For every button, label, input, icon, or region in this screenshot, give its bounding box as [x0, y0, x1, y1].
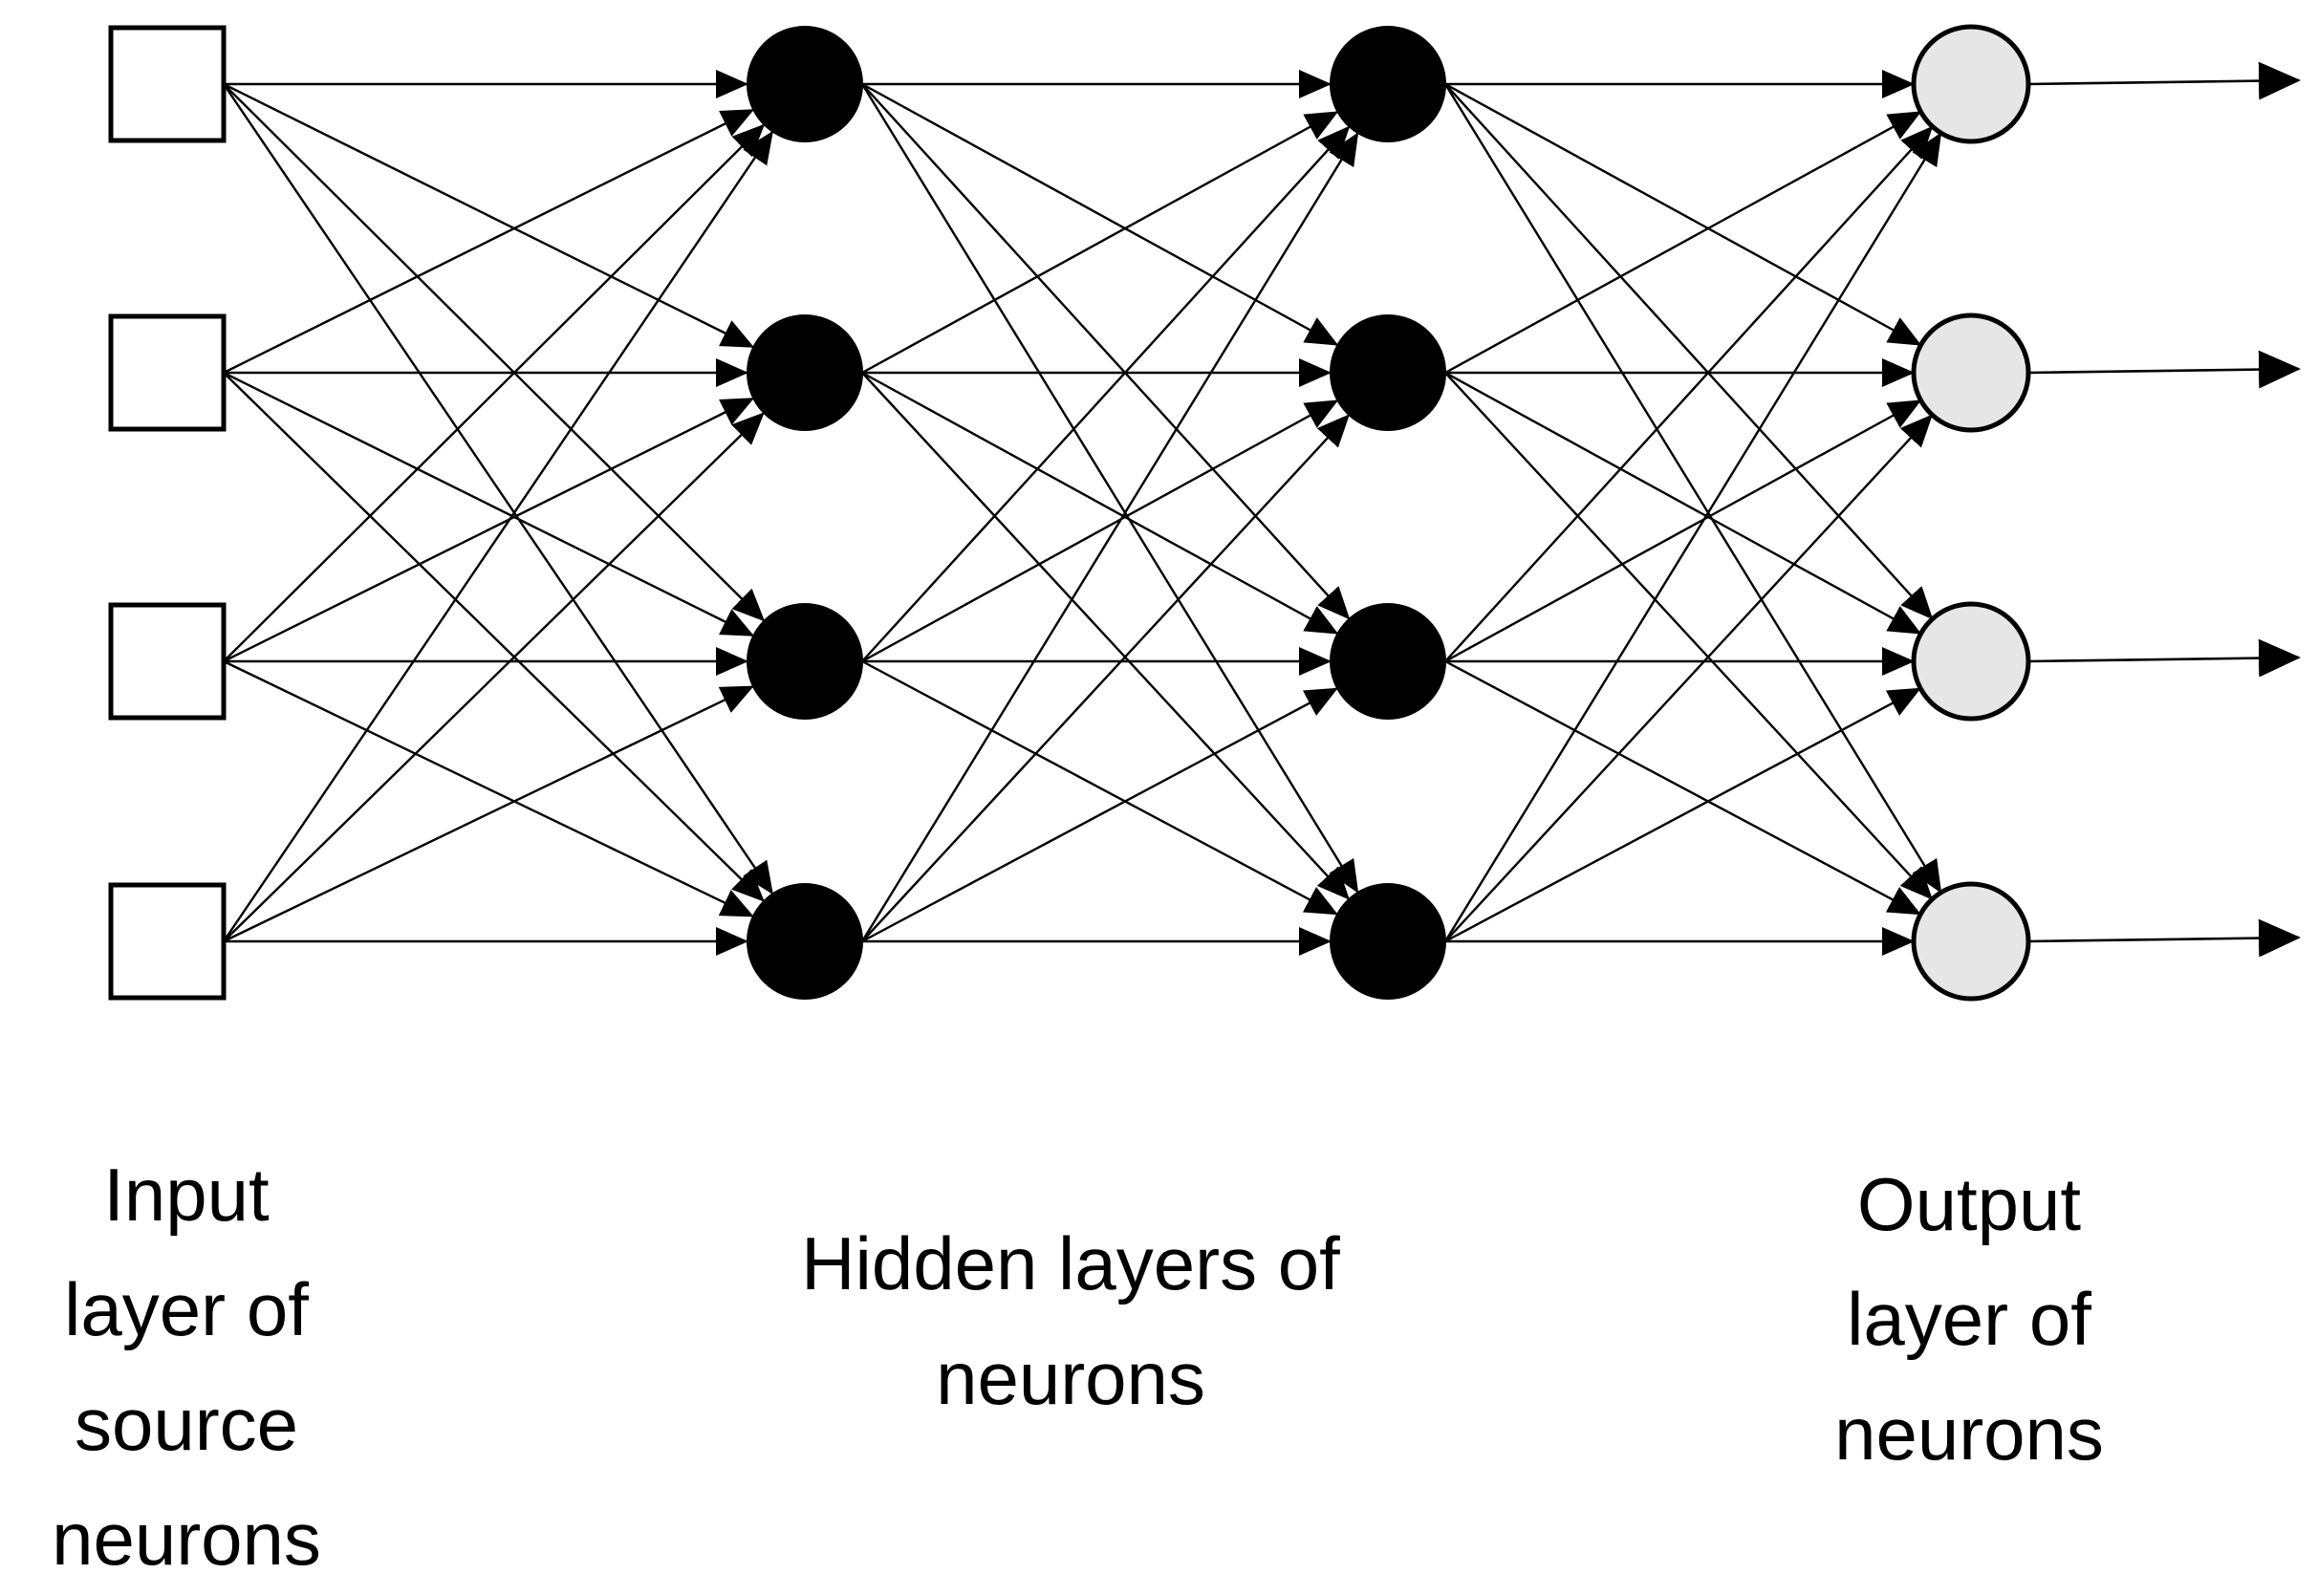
- hidden-neuron-circle: [747, 26, 863, 142]
- connection-edge: [861, 371, 1339, 636]
- output-arrow: [2027, 638, 2301, 678]
- output-neuron-circle: [1911, 313, 2031, 433]
- connection-edge: [861, 82, 1339, 347]
- connection-edge: [223, 659, 754, 918]
- connection-edge: [1444, 659, 1921, 916]
- connection-edge: [861, 659, 1338, 916]
- output-arrows-group: [2027, 61, 2301, 958]
- output-arrow: [2027, 350, 2301, 389]
- nodes-group: [108, 24, 2031, 1002]
- connection-edge: [860, 132, 1359, 942]
- connection-edge: [223, 372, 765, 902]
- connection-edge: [223, 108, 755, 375]
- connection-edge: [1444, 414, 1934, 942]
- output-neuron-circle: [1911, 601, 2031, 722]
- connection-edge: [1444, 372, 1934, 900]
- connection-edge: [1444, 82, 1922, 347]
- input-caption-line: Input: [103, 1153, 270, 1237]
- hidden-neuron-circle: [1330, 883, 1446, 1000]
- connection-edge: [223, 397, 755, 663]
- connection-edge: [861, 687, 1338, 943]
- output-layer-caption: Output layer of neurons: [1754, 1147, 2184, 1491]
- connection-edge: [861, 414, 1351, 942]
- connection-edge: [1444, 125, 1934, 662]
- output-arrow: [2027, 918, 2301, 958]
- connection-edge: [861, 83, 1351, 620]
- input-caption-line: layer of: [64, 1267, 309, 1351]
- connection-edge: [1443, 132, 1942, 942]
- connection-edge: [223, 123, 766, 662]
- connections-group: [223, 70, 1942, 956]
- connection-edge: [860, 83, 1359, 894]
- connection-edge: [861, 372, 1351, 900]
- connection-edge: [223, 684, 754, 943]
- hidden-neuron-circle: [747, 314, 863, 431]
- connection-edge: [1444, 687, 1921, 943]
- input-neuron-square: [108, 25, 227, 143]
- connection-edge: [223, 83, 774, 895]
- connection-edge: [861, 125, 1351, 662]
- hidden-neuron-circle: [1330, 603, 1446, 720]
- input-layer-caption: Input layer of source neurons: [0, 1137, 373, 1596]
- output-caption-line: Output: [1856, 1162, 2082, 1246]
- connection-edge: [223, 412, 765, 942]
- connection-edge: [223, 371, 755, 637]
- connection-edge: [223, 83, 766, 622]
- input-neuron-square: [108, 882, 227, 1001]
- output-arrow: [2027, 61, 2301, 100]
- hidden-caption-line: neurons: [936, 1336, 1205, 1420]
- connection-edge: [861, 399, 1339, 663]
- output-neuron-circle: [1911, 24, 2031, 144]
- hidden-caption-line: Hidden layers of: [801, 1221, 1340, 1305]
- connection-edge: [1444, 371, 1922, 636]
- input-neuron-square: [108, 313, 227, 432]
- connection-edge: [1444, 399, 1922, 663]
- connection-edge: [861, 110, 1339, 375]
- output-neuron-circle: [1911, 881, 2031, 1002]
- output-caption-line: neurons: [1834, 1391, 2104, 1476]
- hidden-layers-caption: Hidden layers of neurons: [688, 1206, 1453, 1435]
- input-caption-line: source: [74, 1382, 299, 1466]
- hidden-neuron-circle: [747, 883, 863, 1000]
- output-caption-line: layer of: [1847, 1277, 2091, 1361]
- hidden-neuron-circle: [747, 603, 863, 720]
- connection-edge: [1444, 110, 1922, 375]
- hidden-neuron-circle: [1330, 26, 1446, 142]
- input-caption-line: neurons: [52, 1497, 321, 1581]
- connection-edge: [1444, 83, 1934, 620]
- input-neuron-square: [108, 602, 227, 721]
- connection-edge: [223, 82, 755, 349]
- connection-edge: [223, 130, 774, 942]
- hidden-neuron-circle: [1330, 314, 1446, 431]
- connection-edge: [1443, 83, 1942, 894]
